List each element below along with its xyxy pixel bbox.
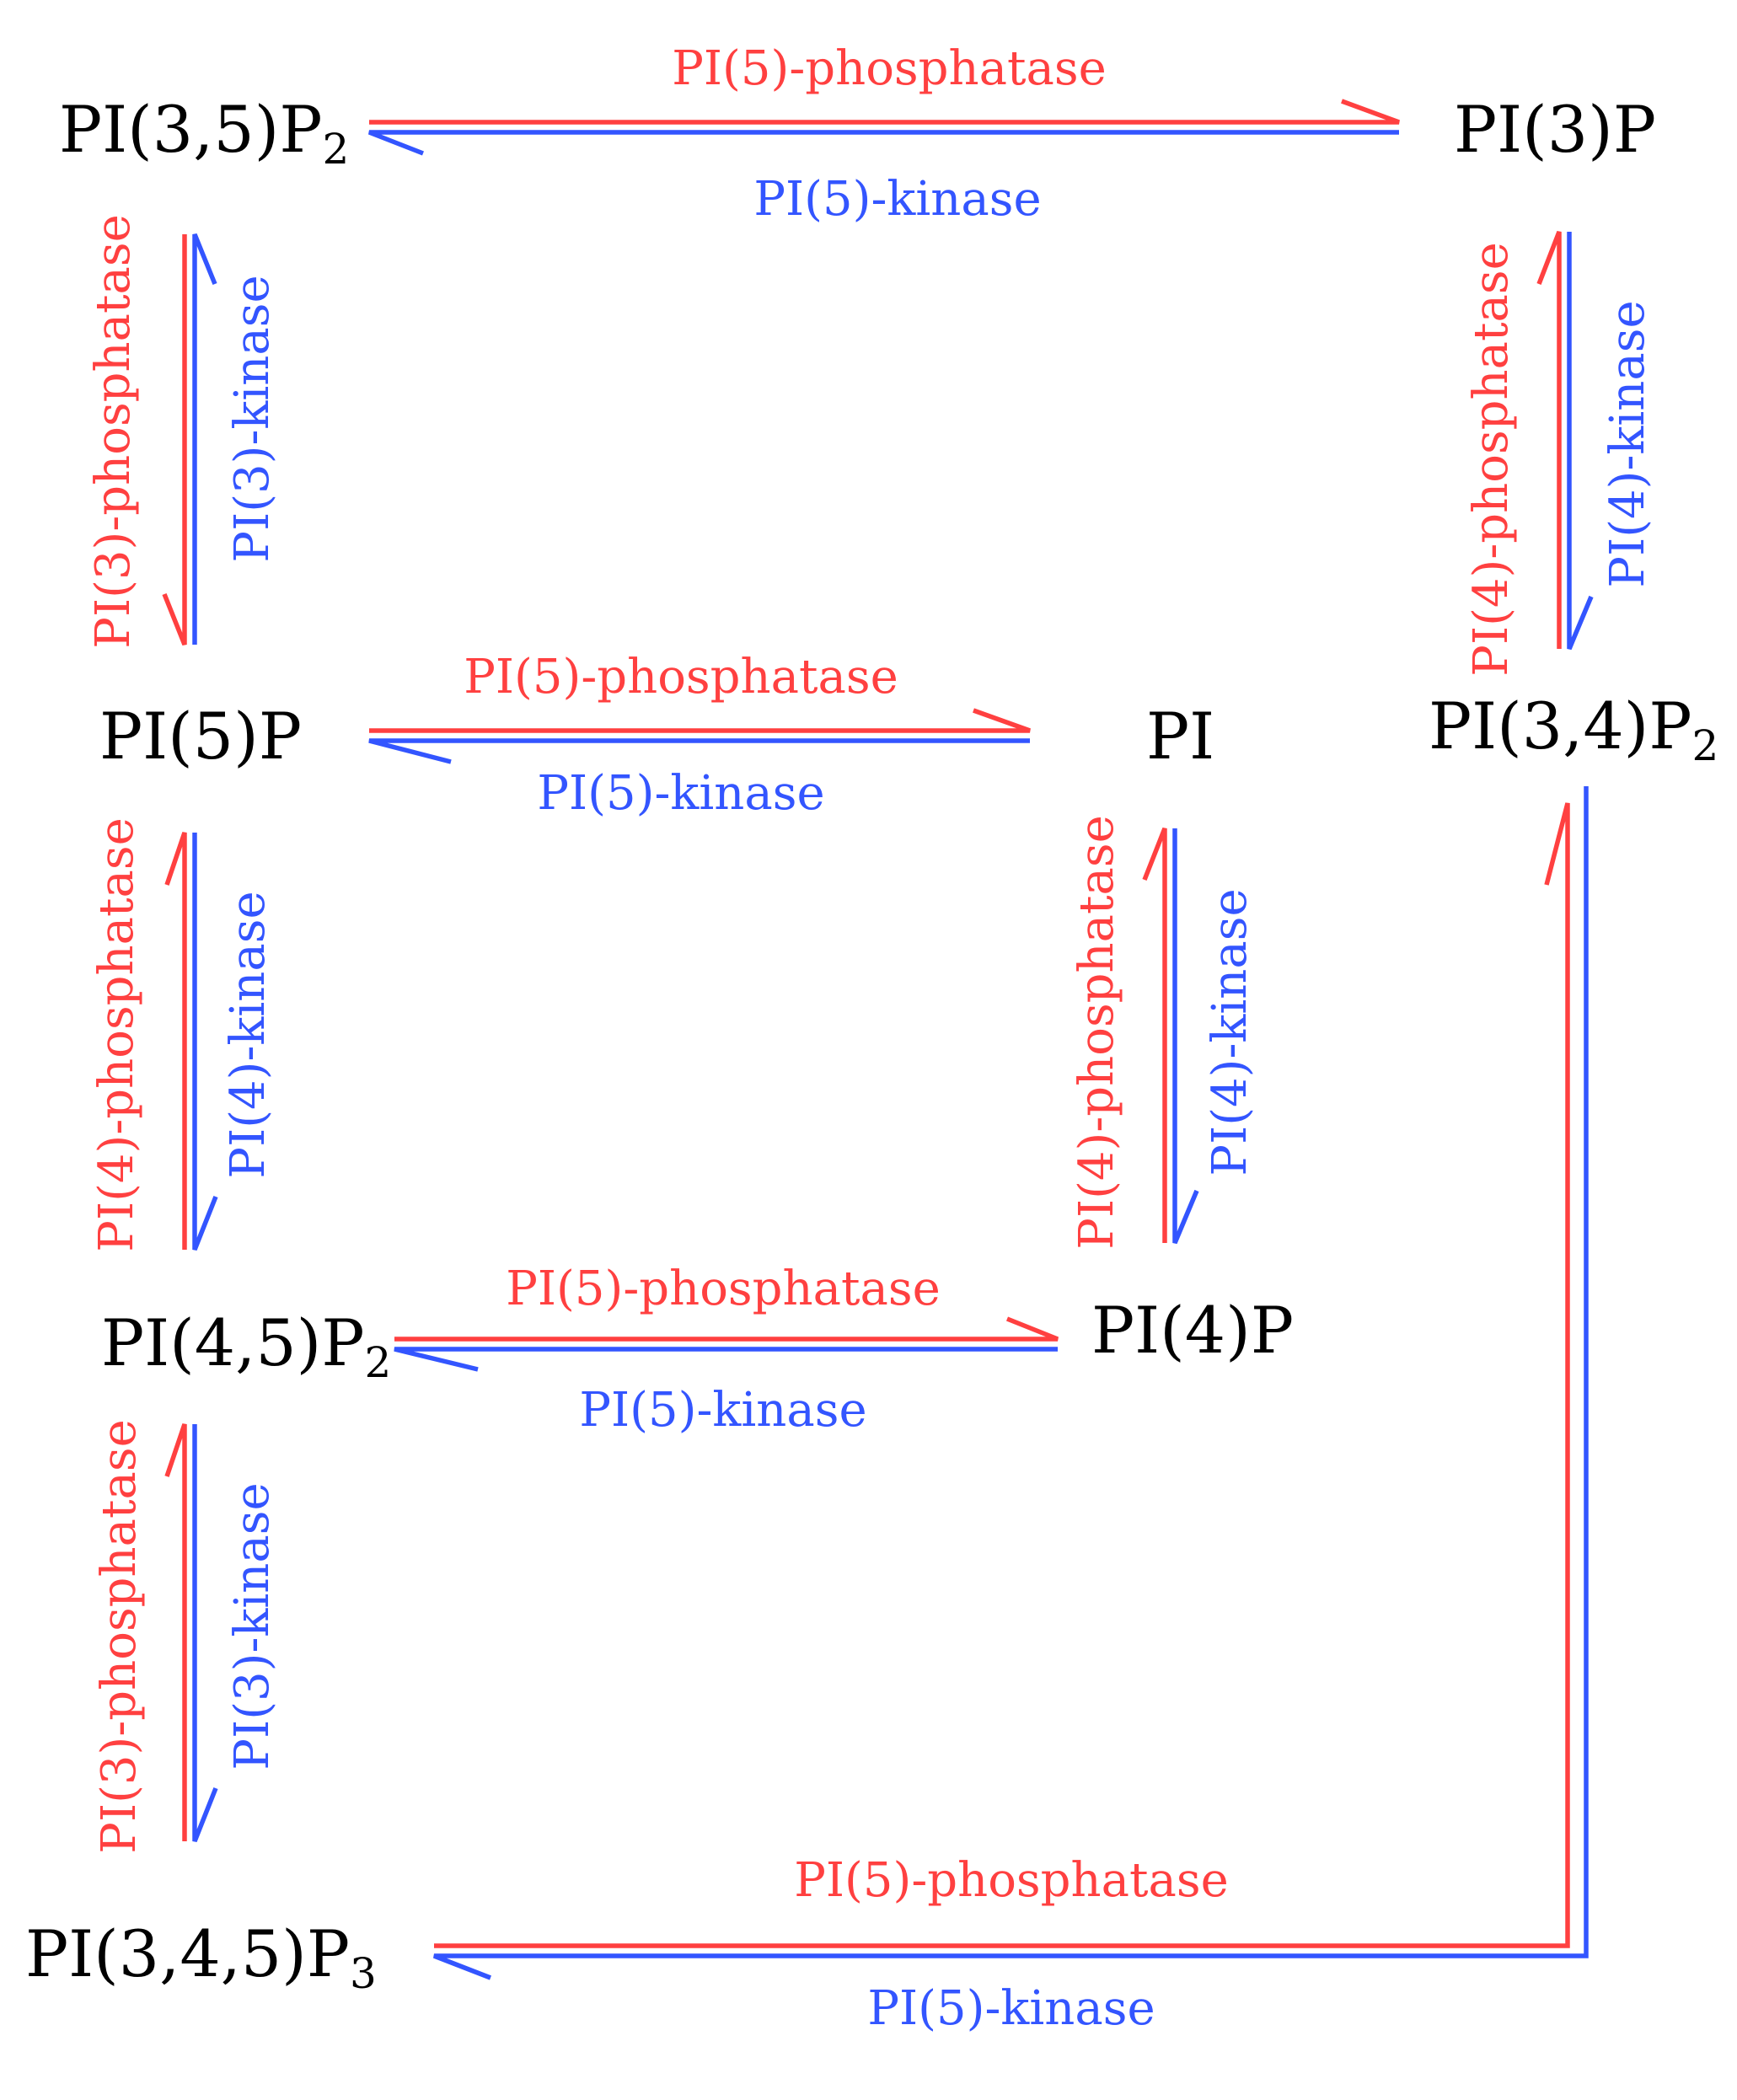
node-pi34p2-sub: 2 (1691, 721, 1718, 770)
label-mid-kinase: PI(5)-kinase (537, 766, 824, 821)
node-pi3p-main: PI(3)P (1454, 92, 1656, 167)
label-top-phosphatase: PI(5)-phosphatase (672, 41, 1106, 96)
node-pi35p2-sub: 2 (322, 125, 349, 174)
arrow-left-mid-kinase (192, 833, 218, 1251)
node-pi345p3-main: PI(3,4,5)P (25, 1916, 350, 1991)
node-pi45p2: PI(4,5)P2 (101, 1305, 391, 1387)
arrow-top-kinase (367, 130, 1399, 156)
label-left-upper-phosphatase: PI(3)-phosphatase (86, 214, 141, 648)
node-pi5p-main: PI(5)P (99, 699, 302, 774)
node-pi34p2-main: PI(3,4)P (1429, 688, 1691, 763)
node-pi5p: PI(5)P (99, 699, 302, 774)
node-pi-main: PI (1146, 699, 1214, 774)
label-center-kinase: PI(4)-kinase (1203, 888, 1257, 1176)
label-left-mid-kinase: PI(4)-kinase (221, 891, 276, 1178)
node-pi4p: PI(4)P (1091, 1293, 1294, 1368)
arrow-low-kinase (394, 1347, 1058, 1372)
node-pi4p-main: PI(4)P (1091, 1293, 1294, 1368)
label-left-lower-kinase: PI(3)-kinase (225, 1482, 280, 1770)
label-left-upper-kinase: PI(3)-kinase (225, 275, 280, 562)
label-bottom-kinase: PI(5)-kinase (867, 1981, 1155, 2036)
label-mid-phosphatase: PI(5)-phosphatase (464, 650, 898, 704)
node-pi45p2-sub: 2 (364, 1338, 391, 1387)
arrow-left-lower-kinase (192, 1424, 218, 1843)
arrow-center-phosphatase (1142, 827, 1167, 1243)
arrow-right-phosphatase (1536, 231, 1562, 649)
label-right-kinase: PI(4)-kinase (1600, 300, 1655, 587)
arrow-bottom-kinase (433, 786, 1589, 1980)
label-center-phosphatase: PI(4)-phosphatase (1070, 815, 1124, 1249)
arrow-left-upper-phosphatase (162, 234, 187, 646)
label-left-lower-phosphatase: PI(3)-phosphatase (92, 1419, 147, 1853)
label-bottom-phosphatase: PI(5)-phosphatase (794, 1853, 1228, 1908)
arrow-left-lower-phosphatase (164, 1423, 187, 1841)
arrow-mid-phosphatase (369, 708, 1031, 733)
node-pi3p: PI(3)P (1454, 92, 1656, 167)
arrow-left-mid-phosphatase (164, 832, 187, 1250)
label-top-kinase: PI(5)-kinase (753, 172, 1041, 227)
label-low-kinase: PI(5)-kinase (579, 1383, 866, 1438)
arrow-top-phosphatase (369, 99, 1400, 125)
arrow-bottom-phosphatase (434, 802, 1570, 1948)
node-pi34p2: PI(3,4)P2 (1429, 688, 1718, 770)
arrow-center-kinase (1172, 828, 1199, 1245)
arrow-mid-kinase (368, 738, 1030, 764)
node-pi45p2-main: PI(4,5)P (101, 1305, 364, 1380)
label-left-mid-phosphatase: PI(4)-phosphatase (89, 817, 144, 1251)
arrow-right-kinase (1567, 232, 1594, 651)
node-pi345p3-sub: 3 (350, 1949, 377, 1998)
label-low-phosphatase: PI(5)-phosphatase (506, 1262, 940, 1316)
node-pi35p2-main: PI(3,5)P (59, 92, 322, 167)
node-pi: PI (1146, 699, 1214, 774)
node-pi345p3: PI(3,4,5)P3 (25, 1916, 377, 1998)
arrow-left-upper-kinase (192, 233, 217, 645)
label-right-phosphatase: PI(4)-phosphatase (1464, 242, 1519, 676)
node-pi35p2: PI(3,5)P2 (59, 92, 349, 174)
arrow-low-phosphatase (394, 1316, 1059, 1342)
